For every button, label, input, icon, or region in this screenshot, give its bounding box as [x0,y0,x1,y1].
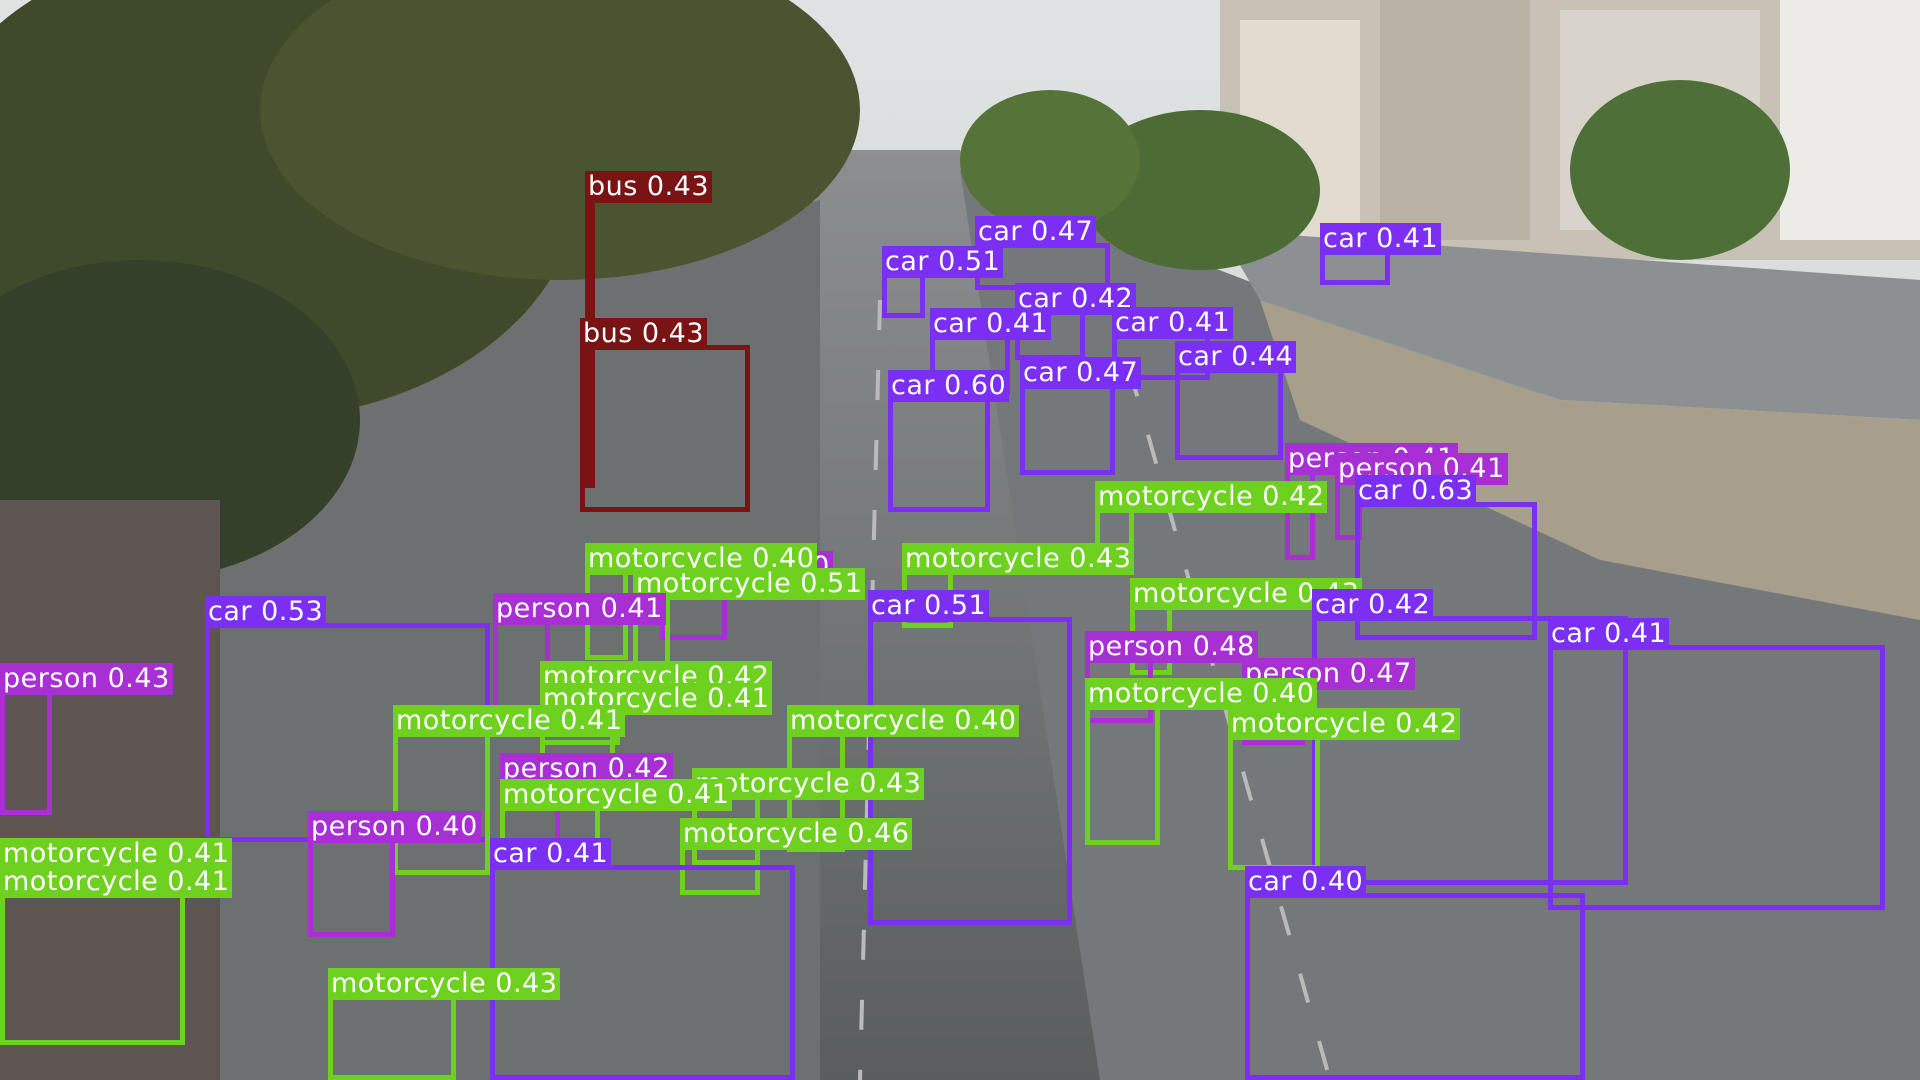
detection-label: motorcycle 0.41 [0,838,233,870]
building [1780,0,1920,240]
tree [260,0,860,280]
detection-label: car 0.41 [1112,307,1234,339]
detection-label: motorcycle 0.41 [500,779,733,811]
detection-label: car 0.47 [975,216,1097,248]
detection-box-bus: bus 0.43 [580,318,750,512]
tree [0,260,360,580]
building [1380,0,1530,240]
detection-label: motorcycle 0.40 [787,705,1020,737]
detection-label: car 0.40 [1245,866,1367,898]
side-road [1220,230,1920,420]
detection-box-motorcycle: motorcycle 0.46 [680,818,913,895]
detection-label: car 0.42 [1312,589,1434,621]
detection-box-car: car 0.47 [1020,357,1142,475]
detection-label: person 0.43 [0,663,173,695]
detection-label: car 0.41 [1320,223,1442,255]
detection-label: car 0.41 [1548,618,1670,650]
detection-label: bus 0.43 [580,318,708,350]
detection-label: motorcycle 0.46 [680,818,913,850]
detection-box-motorcycle: motorcycle 0.42 [1228,708,1461,870]
detection-box-motorcycle: motorcycle 0.41 [393,705,626,875]
detection-box-car: car 0.51 [882,246,1004,318]
detection-box-motorcycle: motorcycle 0.41 [500,779,733,870]
detection-box-car: car 0.40 [1245,866,1585,1080]
detection-box-car: car 0.44 [1175,341,1297,460]
detection-box-motorcycle: motorcycle 0.42 [1095,481,1328,565]
detection-label: car 0.63 [1355,475,1477,507]
detection-label: car 0.60 [888,370,1010,402]
road [960,170,1920,1080]
detection-label: person 0.40 [308,811,481,843]
detection-label: motorcycle 0.40 [1085,678,1318,710]
tree [1080,110,1320,270]
retaining-wall [1260,300,1920,620]
detection-box-motorcycle: motorcycle 0.43 [328,968,561,1080]
detection-box-car: car 0.63 [1355,475,1537,640]
detection-label: car 0.51 [882,246,1004,278]
detection-box-motorcycle: motorcycle 0.40 [1085,678,1318,845]
tree [1570,80,1790,260]
detection-box-person: person 0.40 [308,811,481,937]
detection-label: car 0.41 [930,308,1052,340]
detection-label: person 0.41 [493,593,666,625]
detection-box-car: car 0.60 [888,370,1010,512]
detection-label: motorcycle 0.41 [0,866,233,898]
detection-box-motorcycle: motorcycle 0.41 [0,866,233,1045]
detection-box-car: car 0.41 [1548,618,1885,910]
detection-label: car 0.51 [868,590,990,622]
detection-label: car 0.47 [1020,357,1142,389]
detection-box-person: person 0.43 [0,663,173,815]
detection-label: car 0.53 [205,596,327,628]
detection-label: person 0.48 [1085,631,1258,663]
detection-label: car 0.41 [490,838,612,870]
detection-box-car: car 0.42 [1312,589,1628,885]
detection-label: bus 0.43 [585,171,713,203]
detection-label: motorcycle 0.42 [1095,481,1328,513]
tree [960,90,1140,230]
detection-label: motorcycle 0.51 [633,568,866,600]
detection-label: motorcycle 0.42 [1228,708,1461,740]
detection-label: car 0.44 [1175,341,1297,373]
detection-label: motorcycle 0.41 [393,705,626,737]
detection-label: motorcycle 0.43 [328,968,561,1000]
detection-box-car: car 0.41 [1320,223,1442,285]
detection-label: motorcycle 0.43 [902,543,1135,575]
